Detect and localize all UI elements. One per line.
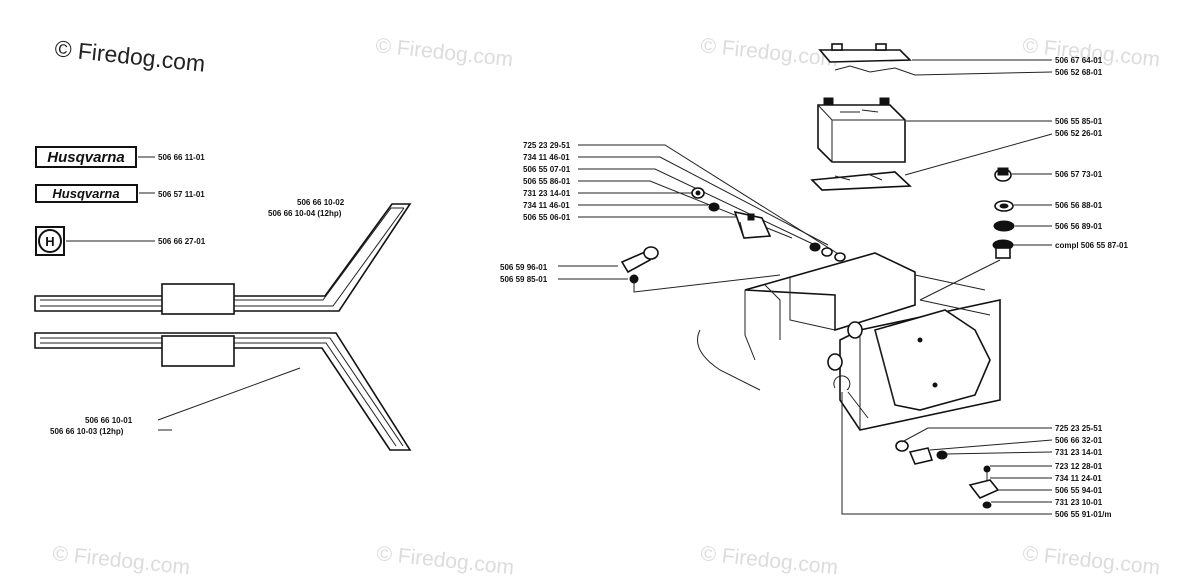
- small-nut: [691, 187, 705, 199]
- label-bottom-8: 506 55 91-01/m: [1055, 510, 1112, 519]
- label-left-7: 506 55 06-01: [523, 213, 571, 222]
- label-battery-cover: 506 67 64-01: [1055, 56, 1103, 65]
- label-left-8: 506 59 96-01: [500, 263, 548, 272]
- watermark-faint: © Firedog.com: [1021, 542, 1161, 579]
- label-left-9: 506 59 85-01: [500, 275, 548, 284]
- label-bottom-3: 731 23 14-01: [1055, 448, 1103, 457]
- label-left-5: 731 23 14-01: [523, 189, 571, 198]
- ignition-switch: [992, 239, 1014, 259]
- label-stripe-upper-a: 506 66 10-02: [297, 198, 345, 207]
- label-key: 506 57 73-01: [1055, 170, 1103, 179]
- label-bottom-1: 725 23 25-51: [1055, 424, 1103, 433]
- switch-nut: [994, 200, 1014, 212]
- label-left-2: 734 11 46-01: [523, 153, 570, 162]
- stripe-lower: [34, 332, 412, 451]
- husqvarna-logo: Husqvarna: [52, 186, 119, 201]
- watermark-faint: © Firedog.com: [51, 542, 191, 579]
- ignition-key: [994, 167, 1012, 182]
- watermark-faint: © Firedog.com: [699, 34, 839, 71]
- emblem-letter: H: [45, 234, 54, 249]
- label-stripe-lower-a: 506 66 10-01: [85, 416, 133, 425]
- label-bottom-7: 731 23 10-01: [1055, 498, 1103, 507]
- watermark-faint: © Firedog.com: [374, 34, 514, 71]
- watermark-faint: © Firedog.com: [375, 542, 515, 579]
- grommet: [833, 375, 851, 391]
- emblem: H: [35, 226, 65, 256]
- small-washer: [708, 202, 720, 212]
- switch-washer: [993, 220, 1015, 232]
- label-left-3: 506 55 07-01: [523, 165, 571, 174]
- battery: [817, 97, 906, 163]
- watermark-main: © Firedog.com: [53, 35, 206, 77]
- stripe-upper: [34, 203, 412, 315]
- label-battery: 506 55 85-01: [1055, 117, 1103, 126]
- label-bottom-6: 506 55 94-01: [1055, 486, 1103, 495]
- label-stripe-lower-b: 506 66 10-03 (12hp): [50, 427, 124, 436]
- label-bottom-4: 723 12 28-01: [1055, 462, 1103, 471]
- terminal-nuts: [809, 242, 846, 262]
- label-left-1: 725 23 29-51: [523, 141, 571, 150]
- label-bottom-5: 734 11 24-01: [1055, 474, 1102, 483]
- watermark-faint: © Firedog.com: [699, 542, 839, 579]
- decal-large: Husqvarna: [35, 146, 137, 168]
- label-emblem: 506 66 27-01: [158, 237, 206, 246]
- label-decal-large: 506 66 11-01: [158, 153, 205, 162]
- label-switch-washer: 506 56 89-01: [1055, 222, 1103, 231]
- connector-plug: [620, 246, 659, 284]
- label-battery-tray: 506 52 26-01: [1055, 129, 1103, 138]
- label-left-6: 734 11 46-01: [523, 201, 570, 210]
- husqvarna-logo: Husqvarna: [47, 149, 125, 166]
- label-ignition-switch: compl 506 55 87-01: [1055, 241, 1128, 250]
- label-decal-small: 506 57 11-01: [158, 190, 205, 199]
- label-stripe-upper-b: 506 66 10-04 (12hp): [268, 209, 342, 218]
- label-left-4: 506 55 86-01: [523, 177, 571, 186]
- fuse-holder: [895, 440, 948, 465]
- watermark-faint: © Firedog.com: [1021, 34, 1161, 71]
- label-bottom-2: 506 66 32-01: [1055, 436, 1103, 445]
- relay: [733, 210, 772, 239]
- side-panel: [874, 274, 991, 411]
- battery-tray: [810, 171, 912, 191]
- battery-cover: [818, 43, 916, 76]
- label-switch-nut: 506 56 88-01: [1055, 201, 1103, 210]
- decal-small: Husqvarna: [35, 184, 138, 203]
- label-battery-strap: 506 52 68-01: [1055, 68, 1103, 77]
